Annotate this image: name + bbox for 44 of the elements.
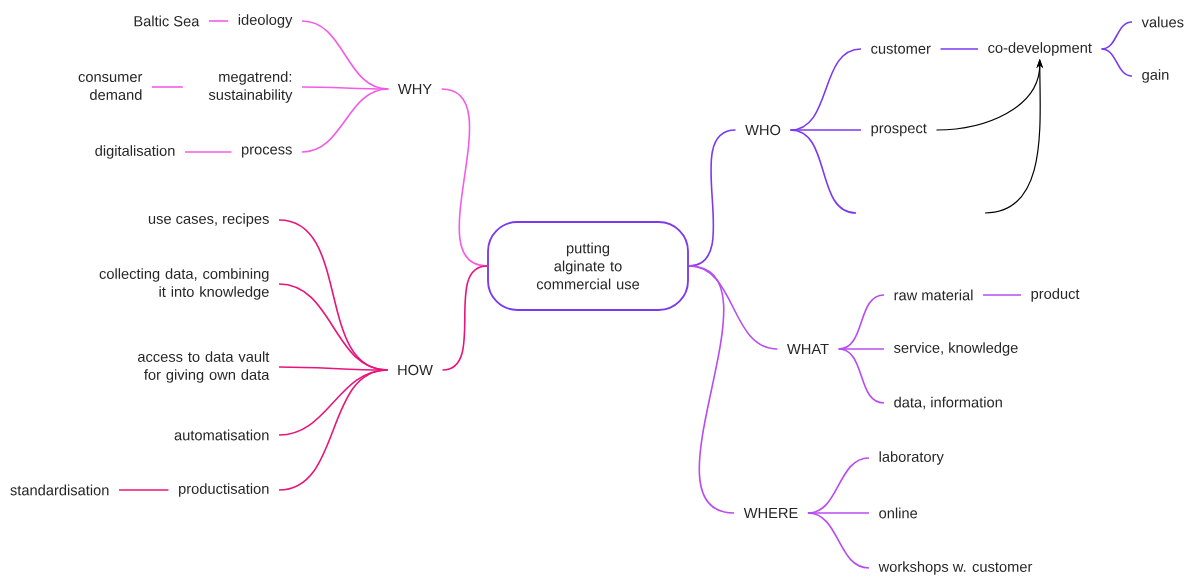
branch-label: raw material	[894, 289, 973, 301]
branch-label: process	[242, 146, 292, 158]
branch-label: customer	[871, 44, 931, 54]
connector-line	[184, 151, 233, 153]
connector-line	[688, 265, 735, 514]
branch-label: values	[1141, 16, 1184, 28]
connector-line	[982, 294, 1022, 296]
branch-label: standardisation	[10, 484, 109, 496]
branch-label: online	[879, 507, 918, 519]
branch-label: Baltic Sea	[134, 15, 200, 27]
branch-label: product	[1031, 288, 1080, 302]
branch-label: productisation	[179, 483, 269, 497]
connector-line	[807, 512, 870, 569]
connector-line	[1100, 48, 1133, 77]
branch-label: automatisation	[174, 429, 269, 441]
branch-label: prospect	[871, 123, 927, 137]
branch-label: service, knowledge	[894, 342, 1018, 356]
branch-label: workshops w. customer	[878, 561, 1033, 575]
connector-line	[441, 265, 488, 371]
branch-label: ideology	[238, 14, 293, 28]
connector-line	[837, 348, 885, 404]
branch-label: data, information	[894, 396, 1002, 410]
branch-label: WHY	[397, 83, 432, 95]
branch-label: HOW	[398, 364, 433, 376]
connector-line	[118, 489, 170, 491]
branch-label: laboratory	[879, 451, 944, 465]
branch-label: WHAT	[787, 343, 829, 355]
branch-label: digitalisation	[95, 145, 175, 159]
branch-label: WHO	[745, 124, 781, 136]
branch-label: co-development	[988, 42, 1092, 56]
connector-line	[278, 369, 389, 491]
branch-label: collecting data, combining it into knowledge	[99, 268, 269, 300]
connector-line	[939, 48, 979, 50]
connector-line	[301, 88, 390, 153]
branch-label: consumer demand	[78, 74, 143, 100]
branch-label: megatrend: sustainability	[208, 71, 293, 103]
branch-label: access to data vault for giving own data	[137, 351, 270, 383]
branch-label: WHERE	[743, 507, 798, 519]
connector-line	[151, 86, 184, 88]
branch-label: use cases, recipes	[148, 213, 269, 227]
connector-line	[789, 129, 857, 214]
connector-line	[208, 20, 229, 22]
branch-label: gain	[1142, 69, 1169, 83]
topic-box: putting alginate to commercial use	[487, 221, 689, 311]
